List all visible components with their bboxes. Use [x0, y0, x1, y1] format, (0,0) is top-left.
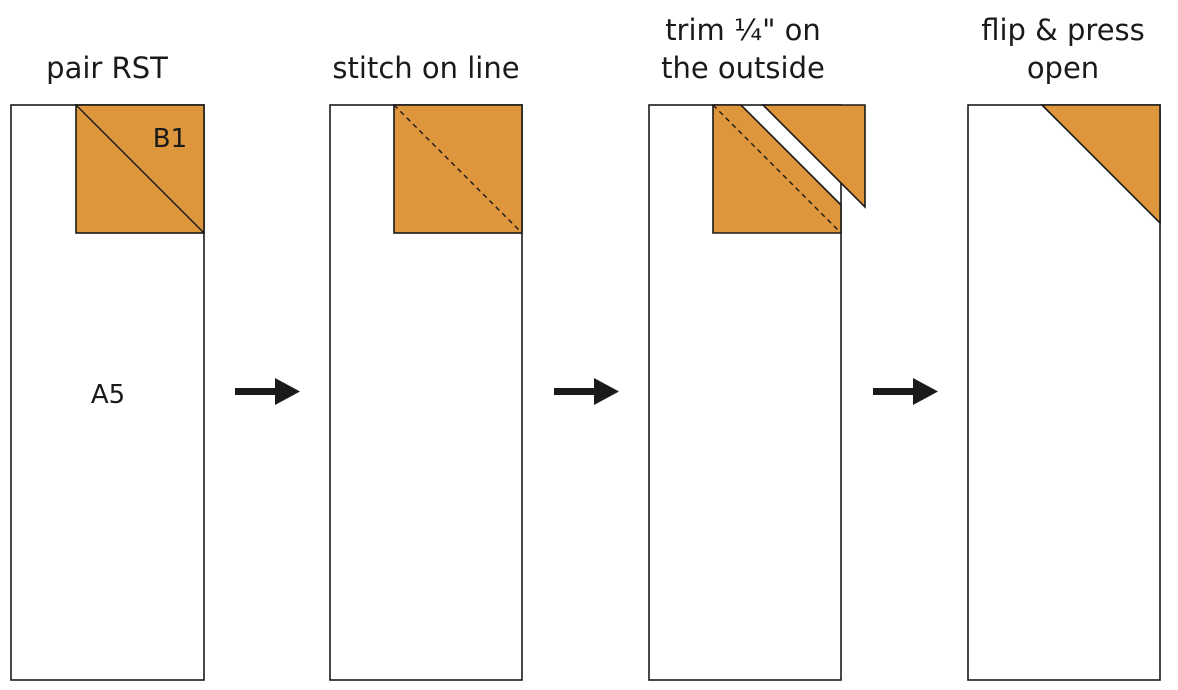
b1-label: B1: [153, 124, 187, 154]
step-4-a5-rectangle: [967, 104, 1161, 681]
step-2-stitch-on-line: stitch on line: [329, 51, 523, 681]
step-1-diagonal-line: [75, 104, 205, 234]
step-3-trimmed-corner: [761, 104, 866, 209]
step-4-title-line-2: open: [1027, 51, 1099, 85]
step-3-title-line-1: trim ¼" on: [665, 13, 821, 47]
arrow-right-icon: [235, 378, 300, 405]
step-4-pressed-b1-triangle: [1040, 104, 1161, 225]
step-2-title: stitch on line: [332, 51, 519, 85]
step-1-title: pair RST: [46, 51, 168, 85]
step-3-title-line-2: the outside: [661, 51, 825, 85]
step-1-pair-rst: pair RST B1 A5: [10, 51, 205, 681]
arrow-right-icon: [873, 378, 938, 405]
step-4-title-line-1: flip & press: [981, 13, 1145, 47]
arrow-right-icon: [554, 378, 619, 405]
step-2-stitch-line: [393, 104, 523, 234]
a5-label: A5: [91, 380, 125, 410]
step-4-flip-press: flip & press open: [967, 13, 1161, 681]
step-3-trim: trim ¼" on the outside: [648, 13, 866, 681]
step-3-stitch-line: [712, 104, 842, 234]
